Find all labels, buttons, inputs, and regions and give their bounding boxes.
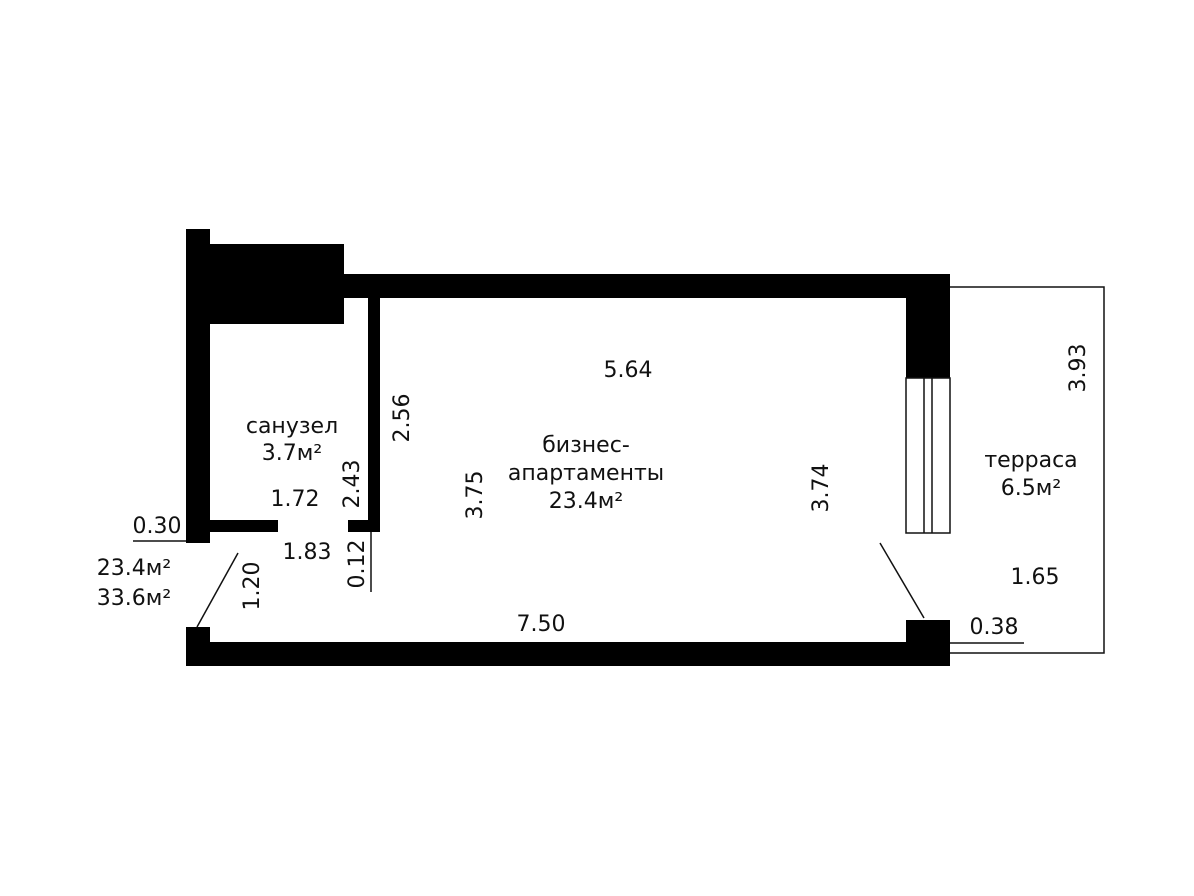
dim-bathroom-height: 2.56 [390, 394, 415, 443]
main-room-name-line2: апартаменты [508, 461, 664, 486]
terrace-door-swing [879, 542, 925, 619]
main-room-name-line1: бизнес- [542, 433, 630, 458]
dim-corridor-width: 1.83 [283, 540, 332, 565]
terrace-outline [950, 286, 1105, 654]
bottom-wall [186, 642, 950, 666]
left-wall-lower [186, 627, 210, 666]
bathroom-partition [368, 298, 380, 532]
dim-main-height-left: 3.75 [463, 471, 488, 520]
bathroom-area: 3.7м² [262, 441, 322, 466]
dim-main-height-right: 3.74 [809, 464, 834, 513]
top-wall [344, 274, 950, 298]
bathroom-name: санузел [246, 414, 338, 439]
terrace-name: терраса [984, 448, 1077, 473]
dim-partition-gap: 0.12 [345, 540, 370, 589]
right-wall-lower [906, 620, 950, 666]
top-left-block [186, 244, 344, 324]
living-area-total: 23.4м² [97, 556, 171, 581]
dim-wall-right: 0.38 [970, 615, 1019, 640]
dim-bathroom-width: 1.72 [271, 487, 320, 512]
dim-bathroom-inner-height: 2.43 [340, 460, 365, 509]
partition-stub [348, 520, 368, 532]
entry-door-swing [196, 552, 239, 628]
right-wall-upper [906, 274, 950, 378]
bathroom-bottom-wall [210, 520, 278, 532]
dim-top-width: 5.64 [604, 358, 653, 383]
main-room-area: 23.4м² [549, 489, 623, 514]
walls [186, 229, 950, 666]
dim-entry-width: 1.20 [240, 562, 265, 611]
dim-terrace-width: 1.65 [1011, 565, 1060, 590]
terrace-area: 6.5м² [1001, 476, 1061, 501]
dim-wall-left: 0.30 [133, 514, 182, 539]
total-area: 33.6м² [97, 586, 171, 611]
dim-bottom-width: 7.50 [517, 612, 566, 637]
window [905, 377, 951, 534]
dim-terrace-height: 3.93 [1066, 344, 1091, 393]
